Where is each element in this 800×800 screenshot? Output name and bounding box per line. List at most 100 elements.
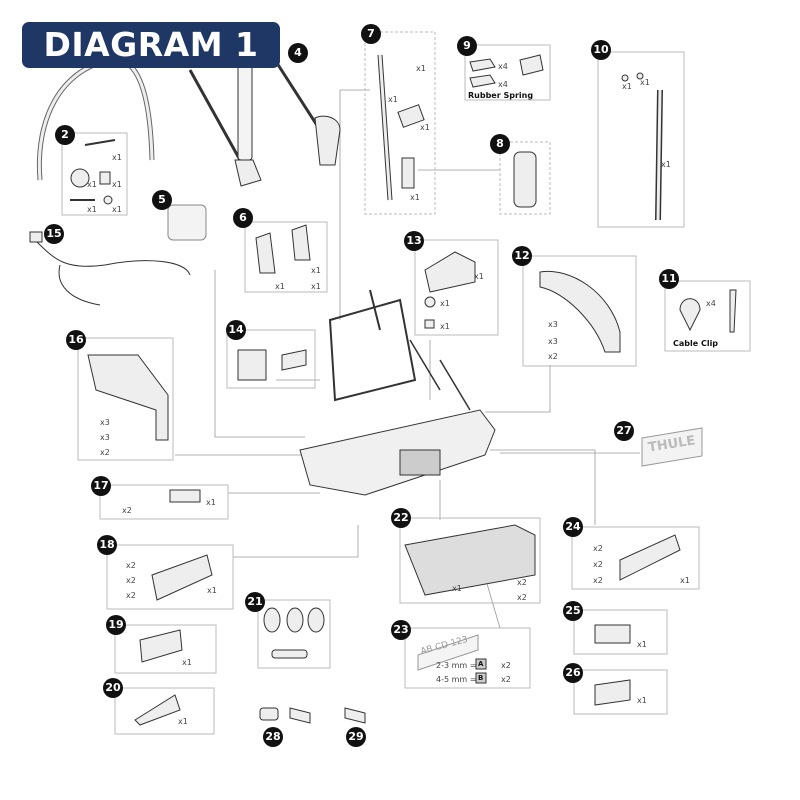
cover-left-alt-part (114, 687, 215, 735)
qty-label: x1 (388, 95, 398, 104)
wiring-cable-part (29, 231, 191, 306)
cover-right-alt-part (573, 669, 668, 715)
cable-clip-label: Cable Clip (673, 339, 719, 348)
spec-a-text: 2-3 mm = (436, 661, 477, 670)
part-number-12: 12 (512, 246, 532, 266)
qty-label: x1 (640, 78, 650, 87)
qty-label: x1 (182, 658, 192, 667)
arm-clamp-part (244, 221, 328, 293)
foam-pad-part (499, 141, 551, 215)
spacer-block-part (167, 204, 207, 241)
qty-label: x2 (548, 352, 558, 361)
part-number-10: 10 (591, 40, 611, 60)
qty-label: x1 (207, 586, 217, 595)
cable-clip-part (664, 280, 751, 352)
qty-label: x4 (706, 299, 716, 308)
part-number-8: 8 (490, 134, 510, 154)
long-strap-part (597, 51, 685, 228)
light-bulbs-part (257, 599, 331, 669)
part-number-9: 9 (457, 36, 477, 56)
qty-label: x3 (100, 433, 110, 442)
frame-arm-part (36, 56, 155, 181)
part-number-5: 5 (152, 190, 172, 210)
qty-label: x2 (501, 675, 511, 684)
qty-label: x1 (87, 205, 97, 214)
part-number-29: 29 (346, 727, 366, 747)
qty-label: x2 (122, 506, 132, 515)
part-number-21: 21 (245, 592, 265, 612)
part-number-22: 22 (391, 508, 411, 528)
qty-label: x1 (680, 576, 690, 585)
thule-logo-part (641, 427, 703, 467)
qty-label: x2 (501, 661, 511, 670)
qty-label: x2 (517, 593, 527, 602)
qty-label: x1 (206, 498, 216, 507)
qty-label: x2 (593, 576, 603, 585)
holder-arm-part (188, 59, 341, 187)
side-arm-part (522, 255, 637, 367)
qty-label: x1 (410, 193, 420, 202)
lock-button-part (414, 239, 499, 336)
spec-b-text: 4-5 mm = (436, 675, 477, 684)
cover-right-part (573, 609, 668, 655)
qty-label: x2 (100, 448, 110, 457)
rubber-spring-label: Rubber Spring (468, 91, 534, 100)
qty-label: x1 (311, 282, 321, 291)
part-number-19: 19 (106, 615, 126, 635)
bike-carrier-main (299, 289, 496, 496)
letter-a: A (478, 660, 484, 668)
qty-label: x1 (87, 180, 97, 189)
part-number-23: 23 (391, 620, 411, 640)
qty-label: x1 (275, 282, 285, 291)
plate-spacer-part (404, 627, 531, 689)
part-number-13: 13 (404, 231, 424, 251)
qty-label: x3 (548, 320, 558, 329)
rear-light-right-part (571, 526, 700, 590)
rear-light-left-part (106, 544, 234, 610)
part-number-27: 27 (614, 421, 634, 441)
qty-label: x1 (112, 205, 122, 214)
keys-part (259, 707, 366, 724)
qty-label: x2 (126, 591, 136, 600)
qty-label: x1 (112, 153, 122, 162)
qty-label: x1 (178, 717, 188, 726)
letter-b: B (478, 674, 484, 682)
part-number-6: 6 (233, 208, 253, 228)
part-number-11: 11 (659, 269, 679, 289)
qty-label: x1 (452, 584, 462, 593)
diagram-title: DIAGRAM 1 (22, 22, 280, 68)
qty-label: x2 (593, 544, 603, 553)
qty-label: x3 (100, 418, 110, 427)
part-number-15: 15 (44, 224, 64, 244)
license-plate-holder-part (399, 517, 541, 604)
part-number-25: 25 (563, 601, 583, 621)
part-number-17: 17 (91, 476, 111, 496)
qty-label: x1 (622, 82, 632, 91)
part-number-20: 20 (103, 678, 123, 698)
qty-label: x1 (637, 640, 647, 649)
part-number-7: 7 (361, 24, 381, 44)
qty-label: x1 (661, 160, 671, 169)
qty-label: x1 (416, 64, 426, 73)
qty-label: x1 (311, 266, 321, 275)
qty-label: x2 (593, 560, 603, 569)
qty-label: x1 (440, 322, 450, 331)
qty-label: x2 (126, 561, 136, 570)
end-cap-part (77, 337, 174, 461)
part-number-26: 26 (563, 663, 583, 683)
qty-label: x4 (498, 62, 508, 71)
part-number-4: 4 (288, 43, 308, 63)
part-number-16: 16 (66, 330, 86, 350)
qty-label: x1 (474, 272, 484, 281)
qty-label: x1 (112, 180, 122, 189)
qty-label: x4 (498, 80, 508, 89)
part-number-28: 28 (263, 727, 283, 747)
cover-left-part (114, 624, 217, 674)
qty-label: x1 (420, 123, 430, 132)
rail-strip-part (364, 31, 436, 215)
qty-label: x2 (517, 578, 527, 587)
rubber-spring-part (464, 44, 551, 101)
part-number-14: 14 (226, 320, 246, 340)
qty-label: x1 (637, 696, 647, 705)
qty-label: x1 (440, 299, 450, 308)
